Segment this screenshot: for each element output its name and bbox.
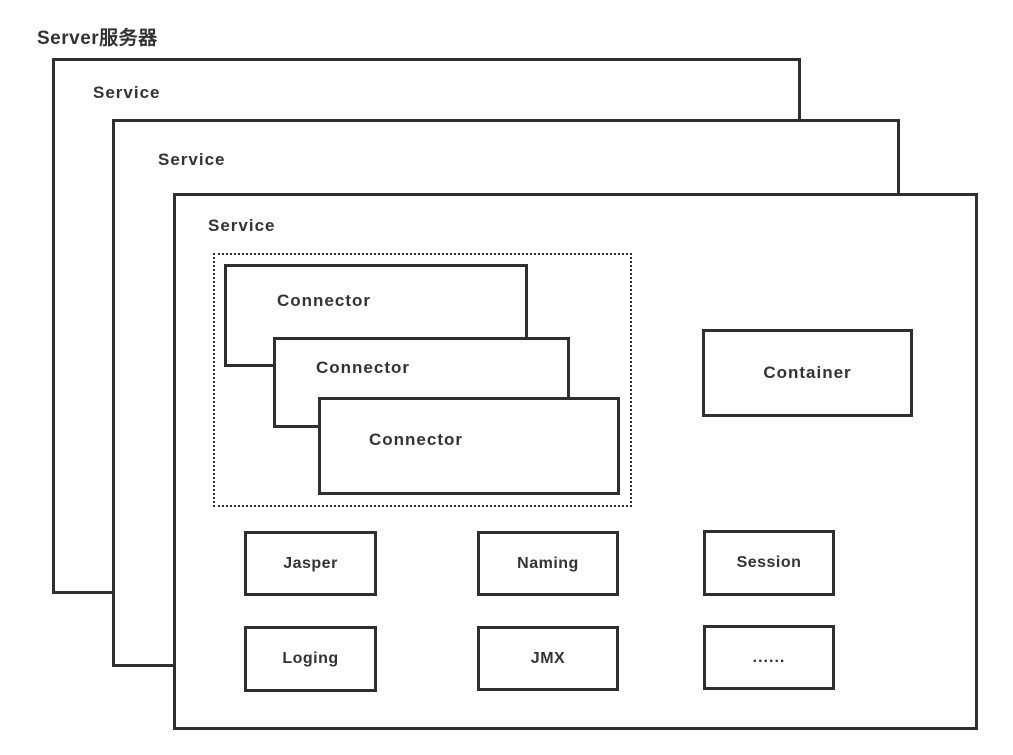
component-box-loging-label: Loging — [282, 650, 339, 667]
service-box-middle-label: Service — [158, 150, 226, 169]
component-box-session: Session — [703, 530, 835, 596]
connector-box-1-label: Connector — [277, 291, 371, 310]
component-box-naming: Naming — [477, 531, 619, 596]
component-box-session-label: Session — [736, 554, 802, 571]
component-box-jasper: Jasper — [244, 531, 377, 596]
container-box-label: Container — [763, 363, 852, 382]
connector-box-3-label: Connector — [369, 430, 463, 449]
service-box-back-label: Service — [93, 83, 161, 102]
component-box-naming-label: Naming — [517, 554, 579, 572]
diagram-title: Server服务器 — [37, 28, 158, 49]
container-box: Container — [702, 329, 913, 417]
component-box-ellipsis: ...... — [703, 625, 835, 690]
connector-box-2-label: Connector — [316, 358, 410, 377]
connector-box-3: Connector — [318, 397, 620, 495]
component-box-loging: Loging — [244, 626, 377, 692]
component-box-jmx-label: JMX — [530, 649, 566, 667]
component-box-ellipsis-label: ...... — [752, 648, 786, 666]
connector-group-dotted-border — [213, 253, 632, 507]
service-box-front-label: Service — [208, 216, 276, 235]
component-box-jmx: JMX — [477, 626, 619, 691]
component-box-jasper-label: Jasper — [283, 554, 338, 572]
